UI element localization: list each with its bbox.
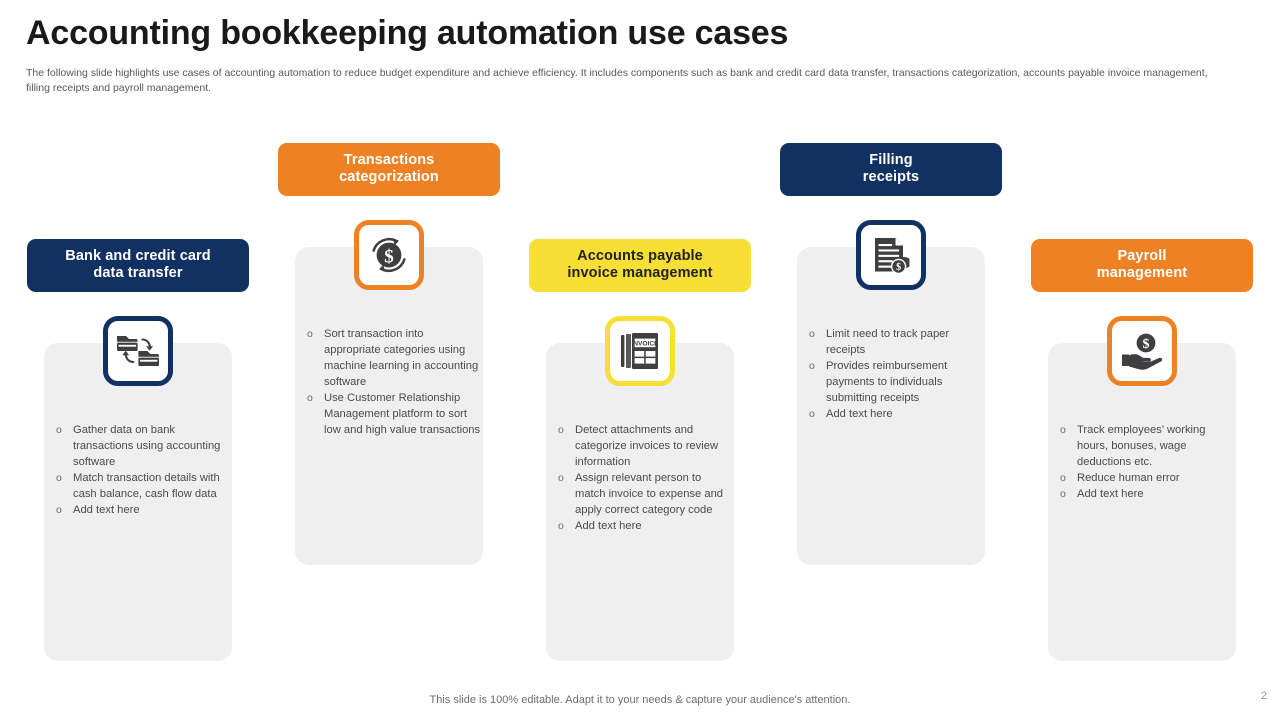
bullet-list: Detect attachments and categorize invoic… [554,422,734,534]
column-header-chip[interactable]: Transactions categorization [278,143,500,196]
column-header-line1: Accounts payable [577,248,703,264]
receipt-with-coins-icon: $ [856,220,926,290]
column-header-line1: Payroll [1117,248,1167,264]
column-filling-receipts[interactable]: Filling receipts [780,143,1002,565]
column-header-line2: categorization [339,169,439,185]
column-header-line2: receipts [862,169,920,185]
column-header-line1: Filling [869,152,913,168]
icon-wrap: $ [780,220,1002,290]
bullet-list: Track employees’ working hours, bonuses,… [1056,422,1236,502]
footer-note: This slide is 100% editable. Adapt it to… [429,694,851,706]
use-case-columns: Bank and credit card data transfer [0,0,1280,690]
hand-holding-coin-icon: $ [1107,316,1177,386]
column-header-line1: Bank and credit card [65,248,211,264]
page-number: 2 [1260,690,1267,702]
list-item: Track employees’ working hours, bonuses,… [1056,422,1236,470]
icon-wrap: INVOICE [529,316,751,386]
list-item: Detect attachments and categorize invoic… [554,422,734,470]
list-item: Use Customer Relationship Management pla… [303,390,483,438]
bullet-list: Gather data on bank transactions using a… [52,422,232,518]
column-header-line2: management [1096,265,1188,281]
column-header-chip[interactable]: Accounts payable invoice management [529,239,751,292]
column-payroll-management[interactable]: Payroll management $ Track employees’ wo… [1031,239,1253,661]
svg-text:$: $ [896,262,901,273]
page-subtitle: The following slide highlights use cases… [26,67,1208,94]
list-item: Add text here [1056,486,1236,502]
column-header-line2: invoice management [567,265,713,281]
column-header-chip[interactable]: Payroll management [1031,239,1253,292]
svg-text:INVOICE: INVOICE [631,340,659,347]
list-item: Match transaction details with cash bala… [52,470,232,502]
column-accounts-payable-invoice-management[interactable]: Accounts payable invoice management INVO… [529,239,751,661]
column-header-chip[interactable]: Filling receipts [780,143,1002,196]
list-item: Reduce human error [1056,470,1236,486]
content-panel [1048,343,1236,661]
column-header-line2: data transfer [93,265,183,281]
column-header-line1: Transactions [343,152,435,168]
list-item: Add text here [52,502,232,518]
list-item: Gather data on bank transactions using a… [52,422,232,470]
list-item: Assign relevant person to match invoice … [554,470,734,518]
list-item: Sort transaction into appropriate catego… [303,326,483,390]
list-item: Provides reimbursement payments to indiv… [805,358,985,406]
folder-transfer-icon [103,316,173,386]
icon-wrap [27,316,249,386]
icon-wrap: $ [278,220,500,290]
list-item: Add text here [554,518,734,534]
page-title: Accounting bookkeeping automation use ca… [26,14,789,52]
column-transactions-categorization[interactable]: Transactions categorization $ Sort tran [278,143,500,565]
invoice-document-icon: INVOICE [605,316,675,386]
icon-wrap: $ [1031,316,1253,386]
bullet-list: Limit need to track paper receipts Provi… [805,326,985,422]
dollar-circular-arrows-icon: $ [354,220,424,290]
bullet-list: Sort transaction into appropriate catego… [303,326,483,438]
column-header-chip[interactable]: Bank and credit card data transfer [27,239,249,292]
list-item: Limit need to track paper receipts [805,326,985,358]
column-bank-and-credit-card-data-transfer[interactable]: Bank and credit card data transfer [27,239,249,661]
svg-text:$: $ [1143,337,1150,352]
list-item: Add text here [805,406,985,422]
svg-text:$: $ [384,246,394,267]
